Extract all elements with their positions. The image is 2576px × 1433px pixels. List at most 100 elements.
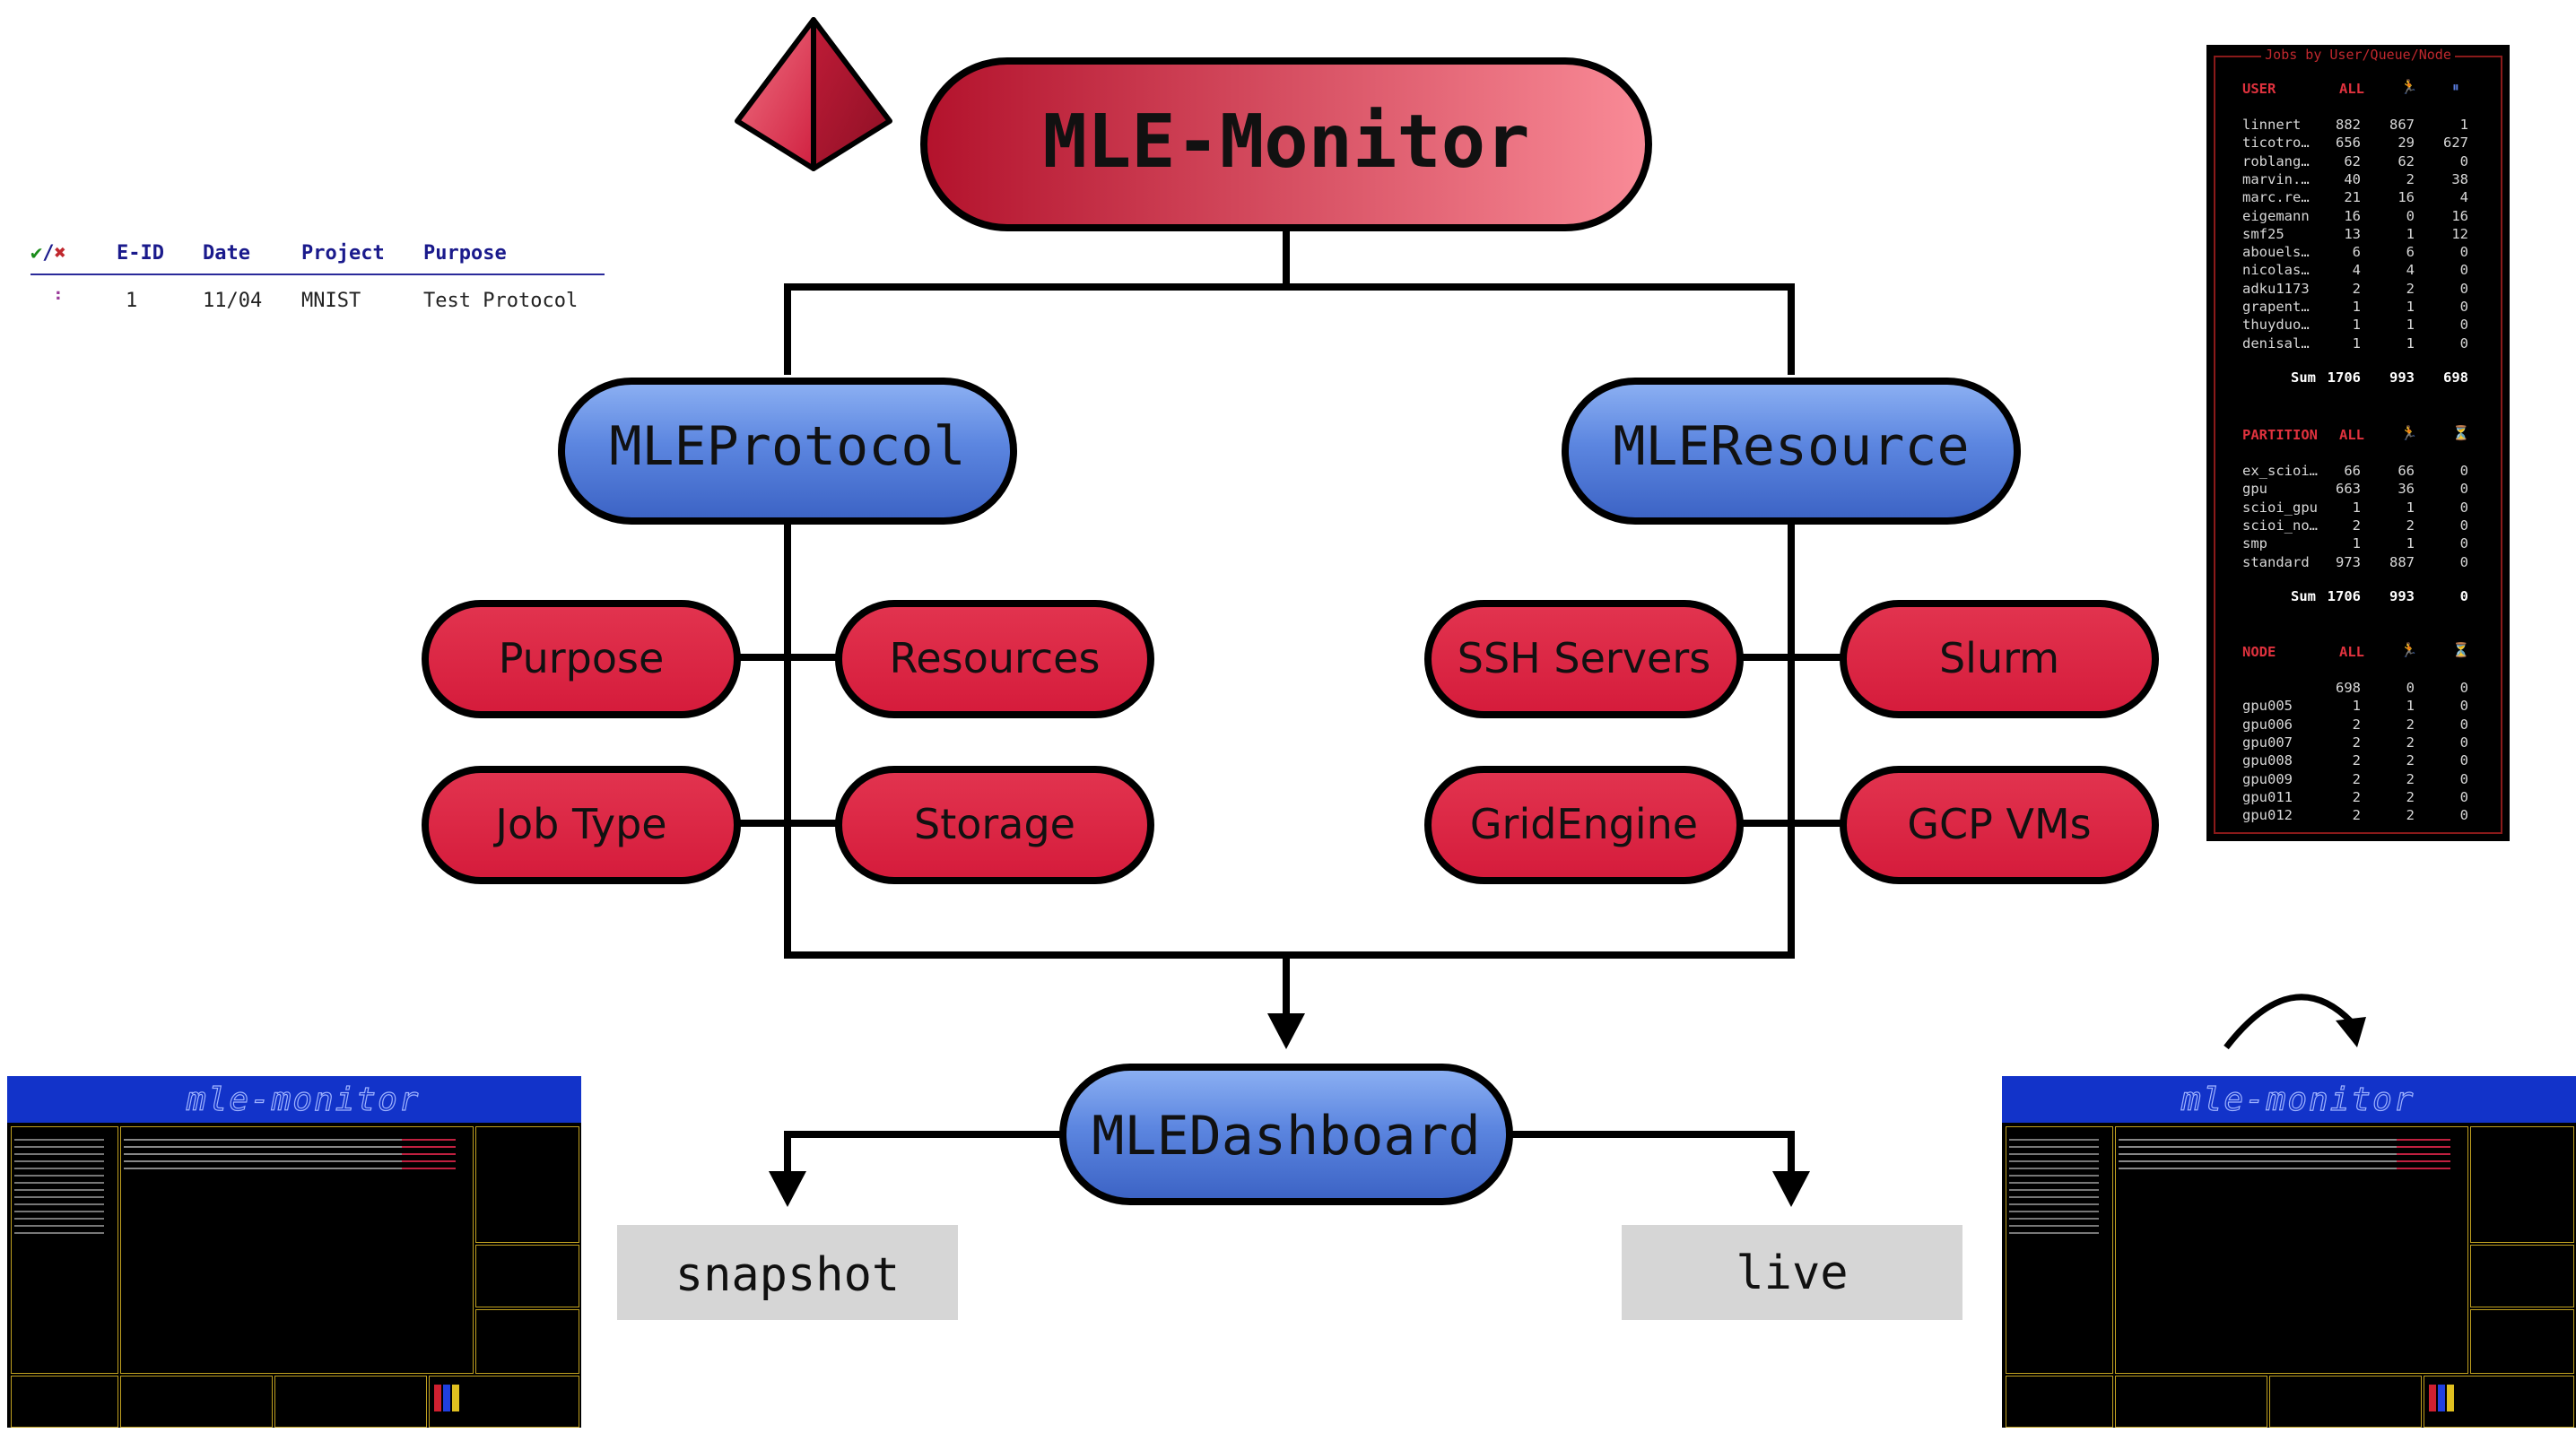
protocol-item-storage: Storage xyxy=(835,766,1154,884)
title-node-label: MLE-Monitor xyxy=(1042,100,1529,185)
dashboard-panel xyxy=(274,1376,427,1428)
list-item-all: 2 xyxy=(2352,752,2361,769)
dashboard-row xyxy=(14,1168,104,1169)
list-item-name: gpu007 xyxy=(2242,734,2293,751)
dashboard-row xyxy=(124,1153,420,1155)
sum-label: Sum xyxy=(2291,587,2316,604)
dashboard-header-bar xyxy=(7,1076,581,1123)
dashboard-row xyxy=(2119,1160,2415,1162)
list-item-pending: 0 xyxy=(2459,553,2468,570)
protocol-table-header: ✔/✖ E-ID Date Project Purpose xyxy=(30,242,605,275)
date-cell: 11/04 xyxy=(203,290,263,312)
list-item-name: gpu008 xyxy=(2242,752,2293,769)
dashboard-panel xyxy=(475,1245,579,1307)
jobs-panel-title: Jobs by User/Queue/Node xyxy=(2206,47,2510,63)
list-item-all: 21 xyxy=(2344,189,2361,206)
dashboard-row xyxy=(14,1175,104,1177)
list-item-pending: 0 xyxy=(2459,280,2468,297)
dashboard-panel xyxy=(475,1309,579,1374)
dashboard-row xyxy=(124,1168,420,1169)
sum-running: 993 xyxy=(2389,369,2415,386)
status-spinner-icon: ⠃ xyxy=(54,290,69,312)
list-item-name: roblang… xyxy=(2242,152,2310,169)
purpose-header: Purpose xyxy=(423,242,507,265)
list-item-running: 1 xyxy=(2406,299,2415,315)
list-item-name: grapent… xyxy=(2242,299,2310,315)
protocol-item-label: Resources xyxy=(890,634,1101,682)
list-item-name: scioi_gpu xyxy=(2242,499,2318,516)
snapshot-dashboard-screenshot: mle-monitor xyxy=(7,1076,581,1428)
list-item-all: 1 xyxy=(2352,334,2361,352)
list-item-all: 6 xyxy=(2352,244,2361,261)
dashboard-row xyxy=(2119,1139,2415,1141)
list-item-running: 2 xyxy=(2406,807,2415,824)
list-item-all: 2 xyxy=(2352,770,2361,787)
list-item-pending: 0 xyxy=(2459,535,2468,552)
list-item-all: 1 xyxy=(2352,499,2361,516)
dashboard-panel xyxy=(2115,1126,2468,1374)
sum-all: 1706 xyxy=(2327,587,2361,604)
resource-item-gcp-vms: GCP VMs xyxy=(1840,766,2159,884)
protocol-item-resources: Resources xyxy=(835,600,1154,718)
all-header: ALL xyxy=(2339,81,2364,97)
list-item-running: 29 xyxy=(2398,135,2415,152)
dashboard-row xyxy=(2119,1153,2415,1155)
list-item-name: gpu005 xyxy=(2242,698,2293,715)
eid-cell: 1 xyxy=(126,290,138,312)
dashboard-bar xyxy=(2397,1146,2450,1148)
running-icon: 🏃 xyxy=(2400,642,2418,658)
resource-item-label: GCP VMs xyxy=(1907,800,2091,848)
list-item-pending: 0 xyxy=(2459,734,2468,751)
pending-icon: ⏳ xyxy=(2452,642,2470,658)
list-item-pending: 0 xyxy=(2459,244,2468,261)
resource-item-label: GridEngine xyxy=(1470,800,1698,848)
list-item-all: 1 xyxy=(2352,317,2361,334)
dashboard-bar xyxy=(402,1153,456,1155)
list-item-running: 16 xyxy=(2398,189,2415,206)
protocol-item-label: Storage xyxy=(914,800,1075,848)
connector-title-branch xyxy=(784,283,1795,375)
arrowhead-live xyxy=(1772,1171,1810,1207)
sum-running: 993 xyxy=(2389,587,2415,604)
dashboard-panel xyxy=(475,1126,579,1243)
list-item-all: 1 xyxy=(2352,698,2361,715)
list-item-name: ticotro… xyxy=(2242,135,2310,152)
dashboard-chart-bar xyxy=(434,1385,441,1411)
list-item-running: 2 xyxy=(2406,280,2415,297)
dashboard-row xyxy=(14,1189,104,1191)
dashboard-row xyxy=(14,1153,104,1155)
pause-icon: ⏸ xyxy=(2452,79,2459,95)
dashboard-node-label: MLEDashboard xyxy=(1092,1105,1480,1168)
list-item-name: adku1173 xyxy=(2242,280,2310,297)
list-item-name: gpu006 xyxy=(2242,716,2293,733)
sum-pending: 698 xyxy=(2443,369,2468,386)
list-item-running: 2 xyxy=(2406,716,2415,733)
protocol-node: MLEProtocol xyxy=(558,378,1017,525)
list-item-name: marvin.… xyxy=(2242,170,2310,187)
list-item-pending: 0 xyxy=(2459,517,2468,534)
list-item-pending: 0 xyxy=(2459,334,2468,352)
dashboard-bar xyxy=(2397,1153,2450,1155)
dashboard-bar xyxy=(402,1146,456,1148)
date-header: Date xyxy=(203,242,250,265)
title-node: MLE-Monitor xyxy=(920,57,1652,231)
pyramid-logo-icon xyxy=(735,17,892,171)
resource-item-slurm: Slurm xyxy=(1840,600,2159,718)
list-item-pending: 0 xyxy=(2459,299,2468,315)
resource-item-gridengine: GridEngine xyxy=(1424,766,1744,884)
list-item-all: 40 xyxy=(2344,170,2361,187)
dashboard-row xyxy=(2009,1168,2099,1169)
list-item-all: 2 xyxy=(2352,734,2361,751)
dashboard-row xyxy=(124,1146,420,1148)
live-label: live xyxy=(1736,1246,1848,1300)
dashboard-bar xyxy=(2397,1160,2450,1162)
list-item-name: smf25 xyxy=(2242,225,2284,242)
dashboard-row xyxy=(2009,1218,2099,1220)
list-item-name: gpu011 xyxy=(2242,788,2293,805)
dashboard-row xyxy=(2119,1168,2415,1169)
list-item-pending: 4 xyxy=(2459,189,2468,206)
list-item-name: linnert xyxy=(2242,117,2302,133)
project-header: Project xyxy=(301,242,385,265)
dashboard-row xyxy=(2009,1182,2099,1184)
